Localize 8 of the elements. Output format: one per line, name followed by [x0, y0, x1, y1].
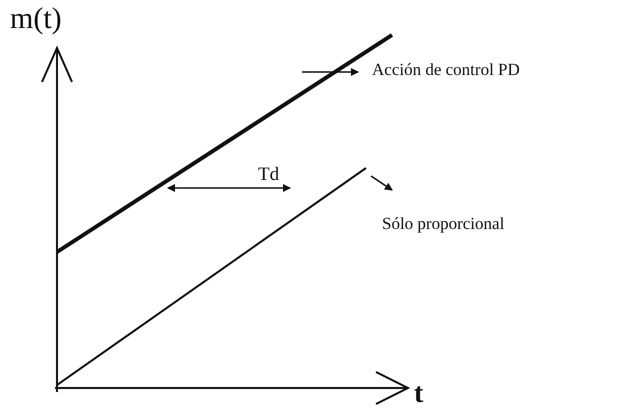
leader-line — [302, 68, 359, 76]
annotation-text: Sólo proporcional — [382, 214, 504, 234]
axis-label: t — [414, 378, 424, 408]
leader-line — [370, 175, 393, 191]
axis-label: m(t) — [10, 2, 62, 36]
annotation-text: Acción de control PD — [372, 60, 520, 80]
dimension-label: Td — [258, 164, 280, 186]
response-line — [56, 167, 367, 386]
